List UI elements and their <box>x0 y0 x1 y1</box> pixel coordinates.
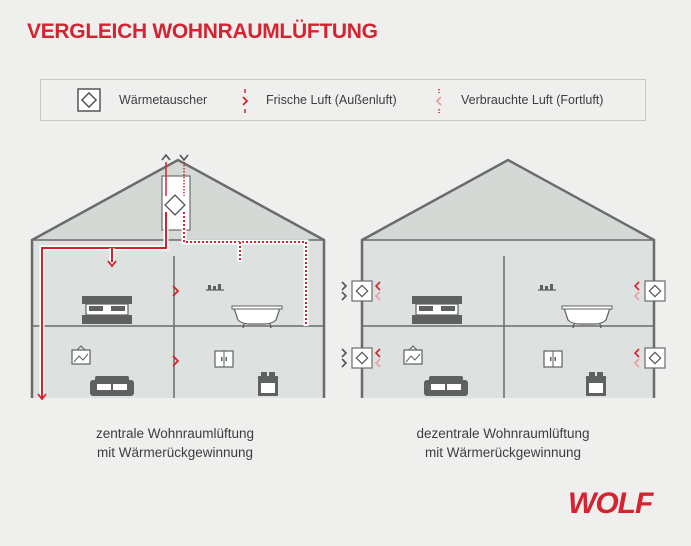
legend-fresh-air: Frische Luft (Außenluft) <box>266 93 397 107</box>
cabinet-icon <box>214 350 234 368</box>
outside-air-chevrons <box>341 281 347 301</box>
decentral-unit-bottom-left <box>351 347 373 369</box>
house-central <box>30 153 326 401</box>
exhaust-air-duct <box>181 212 309 326</box>
fresh-air-icon <box>242 89 249 113</box>
caption-decentral-line1: dezentrale Wohnraumlüftung <box>416 426 590 441</box>
bed-icon <box>411 295 463 325</box>
rooms-central <box>32 240 324 398</box>
decentral-unit-top-left <box>351 280 373 302</box>
outside-air-chevrons <box>341 348 347 368</box>
legend-exhaust-air: Verbrauchte Luft (Fortluft) <box>461 93 604 107</box>
caption-central-line1: zentrale Wohnraumlüftung <box>95 426 255 441</box>
decentral-unit-bottom-right <box>644 347 666 369</box>
bed-icon <box>81 295 133 325</box>
heat-exchanger-icon <box>77 88 101 112</box>
page-title: VERGLEICH WOHNRAUMLÜFTUNG <box>27 20 378 43</box>
cabinet-icon <box>543 350 563 368</box>
legend-heat-exchanger: Wärmetauscher <box>119 93 208 107</box>
transfer-arrow-top <box>172 285 180 297</box>
transfer-arrow-bottom <box>172 355 180 367</box>
caption-decentral-line2: mit Wärmerückgewinnung <box>424 445 582 460</box>
legend: Wärmetauscher Frische Luft (Außenluft) V… <box>40 79 646 121</box>
sofa-icon <box>90 376 134 396</box>
roof-decentral <box>362 160 654 240</box>
caption-central-line2: mit Wärmerückgewinnung <box>96 445 254 460</box>
rooms-decentral <box>362 240 654 398</box>
exhaust-air-icon <box>435 89 442 113</box>
sofa-icon <box>424 376 468 396</box>
fresh-air-duct <box>37 212 169 401</box>
wolf-logo: WOLF <box>568 487 655 519</box>
house-decentral <box>341 158 666 398</box>
svg-text:WOLF: WOLF <box>568 487 654 519</box>
decentral-unit-top-right <box>644 280 666 302</box>
caption-decentral: dezentrale Wohnraumlüftung mit Wärmerück… <box>373 424 633 462</box>
caption-central: zentrale Wohnraumlüftung mit Wärmerückge… <box>45 424 305 462</box>
